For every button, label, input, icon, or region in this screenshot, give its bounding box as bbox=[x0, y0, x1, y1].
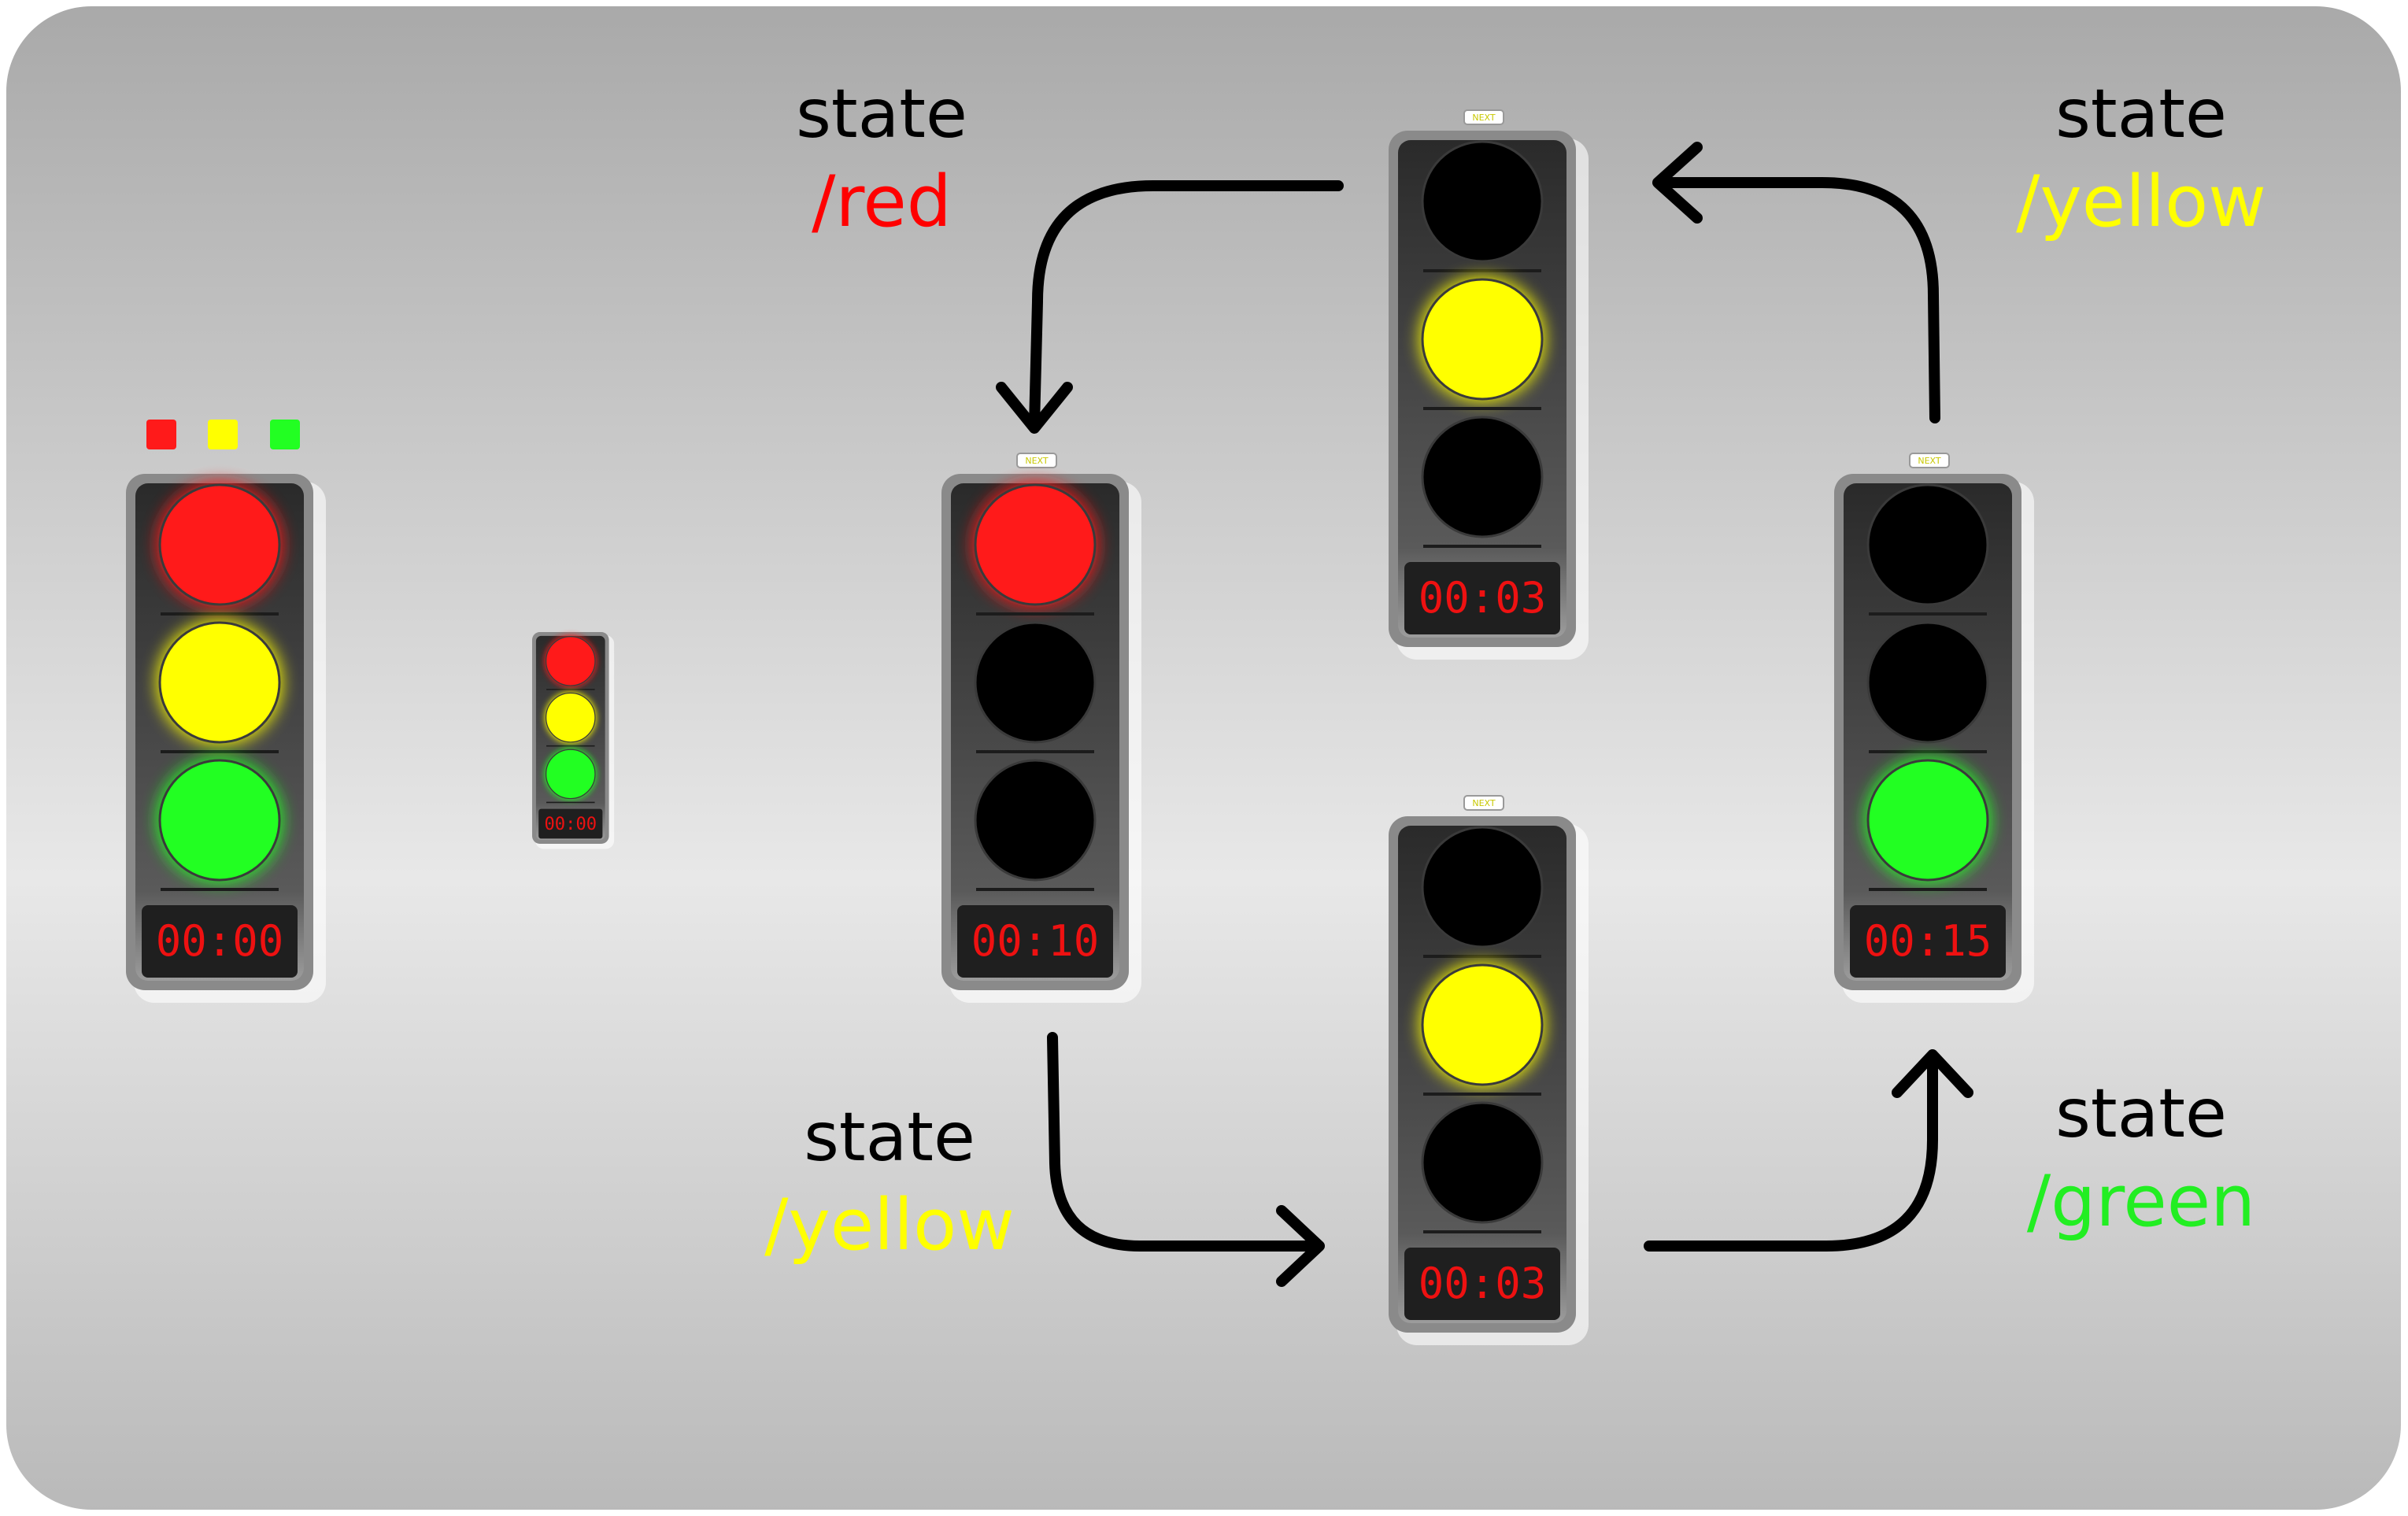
state-label-path: /yellow bbox=[764, 1184, 1015, 1266]
state-label-path: /yellow bbox=[2016, 161, 2266, 243]
timer-display bbox=[1404, 1248, 1560, 1320]
timer-display bbox=[1850, 905, 2006, 978]
overview-light: 00:00 bbox=[126, 474, 326, 1003]
timer-text: 00:03 bbox=[1419, 1259, 1547, 1308]
timer-display bbox=[1404, 562, 1560, 634]
timer-text: 00:00 bbox=[544, 814, 597, 834]
yellow-lamp bbox=[1421, 963, 1544, 1086]
timer-text: 00:00 bbox=[156, 916, 284, 966]
state-label-word: state bbox=[2055, 75, 2227, 153]
state-label-bottom-yellow: state /yellow bbox=[740, 1104, 1039, 1261]
state-label-red: state /red bbox=[756, 80, 1008, 238]
legend-swatch-green bbox=[270, 420, 300, 449]
timer-display bbox=[957, 905, 1113, 978]
yellow-lamp bbox=[1866, 621, 1989, 744]
green-lamp bbox=[1866, 759, 1989, 882]
state-label-word: state bbox=[2055, 1074, 2227, 1153]
timer-text: 00:03 bbox=[1419, 573, 1547, 623]
next-tab[interactable] bbox=[1463, 795, 1504, 811]
timer-text: 00:10 bbox=[971, 916, 1100, 966]
next-tab-label: NEXT bbox=[1918, 456, 1941, 466]
top-yellow-state-light: NEXT 00:03 bbox=[1389, 109, 1589, 660]
green-lamp bbox=[158, 759, 281, 882]
green-lamp bbox=[546, 749, 596, 800]
bottom-yellow-state-light: NEXT 00:03 bbox=[1389, 795, 1589, 1345]
timer-display bbox=[142, 905, 298, 978]
state-label-path: /red bbox=[812, 161, 952, 243]
red-lamp bbox=[974, 483, 1097, 606]
arrow-yellow-to-green bbox=[1644, 1049, 1973, 1252]
state-label-word: state bbox=[804, 1098, 975, 1177]
green-lamp bbox=[1421, 416, 1544, 538]
state-label-word: state bbox=[796, 75, 967, 153]
green-lamp bbox=[1421, 1101, 1544, 1224]
state-label-green: state /green bbox=[1984, 1080, 2299, 1237]
yellow-lamp bbox=[546, 692, 596, 743]
arrow-green-to-yellow bbox=[1652, 142, 1940, 423]
legend-swatch-yellow bbox=[208, 420, 238, 449]
next-tab[interactable] bbox=[1909, 453, 1950, 468]
next-tab-label: NEXT bbox=[1025, 456, 1049, 466]
red-state-light: NEXT 00:10 bbox=[941, 453, 1141, 1003]
traffic-lights: 00:0000:00NEXT00:10NEXT00:03NEXT00:03NEX… bbox=[126, 109, 2034, 1345]
red-lamp bbox=[546, 636, 596, 686]
next-tab[interactable] bbox=[1016, 453, 1057, 468]
arrow-yellow-to-red bbox=[996, 180, 1344, 434]
timer-display bbox=[538, 808, 603, 839]
background-panel bbox=[3, 3, 2404, 1513]
state-label-path: /green bbox=[2026, 1160, 2256, 1243]
yellow-lamp bbox=[158, 621, 281, 744]
next-tab-label: NEXT bbox=[1472, 798, 1496, 808]
next-tab-label: NEXT bbox=[1472, 113, 1496, 123]
green-lamp bbox=[974, 759, 1097, 882]
legend-swatch-red bbox=[146, 420, 176, 449]
state-label-top-yellow: state /yellow bbox=[1984, 80, 2299, 238]
legend-swatches bbox=[146, 420, 300, 449]
red-lamp bbox=[1866, 483, 1989, 606]
yellow-lamp bbox=[974, 621, 1097, 744]
yellow-lamp bbox=[1421, 278, 1544, 401]
timer-text: 00:15 bbox=[1864, 916, 1992, 966]
arrow-red-to-yellow bbox=[1047, 1032, 1325, 1287]
next-tab[interactable] bbox=[1463, 109, 1504, 125]
red-lamp bbox=[1421, 140, 1544, 263]
mini-light: 00:00 bbox=[532, 632, 615, 849]
red-lamp bbox=[1421, 826, 1544, 948]
red-lamp bbox=[158, 483, 281, 606]
green-state-light: NEXT 00:15 bbox=[1834, 453, 2034, 1003]
state-transition-arrows bbox=[996, 142, 1973, 1287]
